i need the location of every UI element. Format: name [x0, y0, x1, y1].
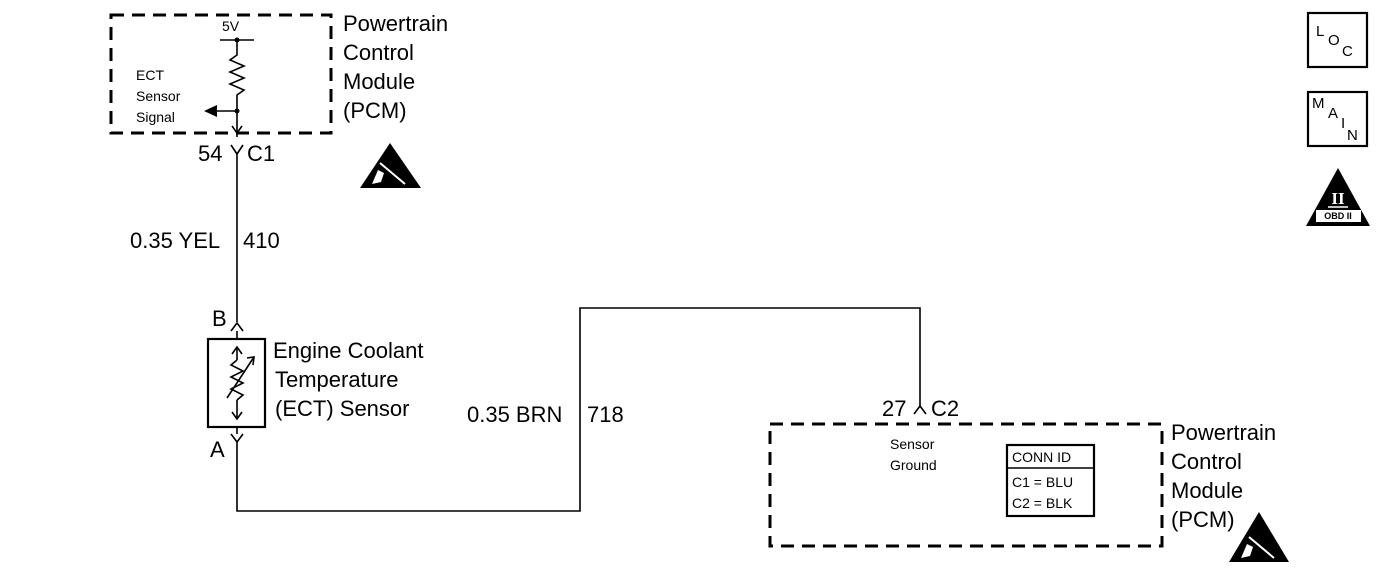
pcm-top-name-line-2: Control	[343, 40, 414, 65]
obd-numeral: II	[1331, 189, 1345, 208]
loc-icon[interactable]: L O C	[1306, 11, 1369, 69]
pcm-top-terminal-icon	[231, 125, 243, 135]
sensor-terminal-b-icon	[230, 321, 244, 332]
wire-bottom-gauge-color: 0.35 BRN	[467, 402, 562, 427]
loc-letter-3: C	[1342, 43, 1353, 60]
signal-arrow-icon	[204, 105, 217, 117]
variable-arrow-icon	[226, 356, 255, 399]
sensor-terminal-b: B	[212, 306, 227, 331]
sensor-down-arrow-icon	[231, 411, 243, 421]
pcm-bottom-connector: C2	[931, 396, 959, 421]
pcm-bottom-module: Sensor Ground CONN ID C1 = BLU C2 = BLK …	[768, 420, 1289, 562]
main-icon[interactable]: M A I N	[1306, 90, 1369, 148]
ect-signal-line-3: Signal	[136, 109, 175, 125]
obd-ii-icon[interactable]: II OBD II	[1306, 168, 1370, 226]
pcm-bottom-pin: 27	[882, 396, 906, 421]
loc-letter-1: L	[1316, 23, 1324, 40]
pcm-bottom-name-line-4: (PCM)	[1171, 507, 1235, 532]
sensor-terminal-a: A	[210, 437, 225, 462]
sensor-name-line-3: (ECT) Sensor	[275, 396, 409, 421]
pcm-top-pin: 54	[198, 141, 222, 166]
pcm-bottom-name-line-2: Control	[1171, 449, 1242, 474]
c2-connector-icon	[913, 404, 927, 415]
ect-sensor: B A Engine Coolant Temperature (ECT) Sen…	[206, 306, 423, 462]
main-letter-1: M	[1312, 95, 1325, 112]
conn-id-table: CONN ID C1 = BLU C2 = BLK	[1005, 443, 1096, 518]
pullup-resistor-symbol	[227, 40, 247, 137]
loc-letter-2: O	[1328, 32, 1340, 49]
wire-top-circuit: 410	[243, 228, 280, 253]
pcm-top-name-line-1: Powertrain	[343, 11, 448, 36]
sensor-name-line-1: Engine Coolant	[273, 338, 423, 363]
pcm-top-name-line-4: (PCM)	[343, 98, 407, 123]
main-letter-4: N	[1347, 127, 1358, 144]
sensor-ground-line-1: Sensor	[890, 436, 935, 452]
wire-top-gauge-color: 0.35 YEL	[130, 228, 220, 253]
obd-label: OBD II	[1324, 211, 1352, 221]
sensor-ground-line-2: Ground	[890, 457, 937, 473]
esd-warning-icon	[1229, 512, 1289, 562]
pcm-bottom-name-line-3: Module	[1171, 478, 1243, 503]
thermistor-symbol	[229, 359, 245, 401]
wire-718	[236, 307, 921, 512]
pcm-top-connector: C1	[247, 141, 275, 166]
main-letter-3: I	[1341, 115, 1345, 132]
sensor-name-line-2: Temperature	[275, 367, 399, 392]
pcm-top-boundary	[109, 13, 333, 135]
esd-warning-icon	[360, 143, 421, 188]
conn-id-row-1: C1 = BLU	[1012, 474, 1073, 490]
voltage-label: 5V	[222, 18, 240, 34]
pcm-bottom-boundary	[768, 422, 1164, 548]
pcm-bottom-name-line-1: Powertrain	[1171, 420, 1276, 445]
sensor-up-arrow-icon	[231, 345, 243, 355]
conn-id-row-2: C2 = BLK	[1012, 495, 1073, 511]
pcm-top-name-line-3: Module	[343, 69, 415, 94]
ect-signal-line-1: ECT	[136, 67, 164, 83]
wire-bottom-circuit: 718	[587, 402, 624, 427]
main-letter-2: A	[1328, 105, 1338, 122]
conn-id-title: CONN ID	[1012, 449, 1071, 465]
ect-signal-line-2: Sensor	[136, 88, 181, 104]
sensor-terminal-a-icon	[230, 433, 244, 444]
pcm-top-module: Powertrain Control Module (PCM) 5V ECT S…	[109, 11, 448, 188]
c1-connector-icon	[230, 144, 244, 156]
